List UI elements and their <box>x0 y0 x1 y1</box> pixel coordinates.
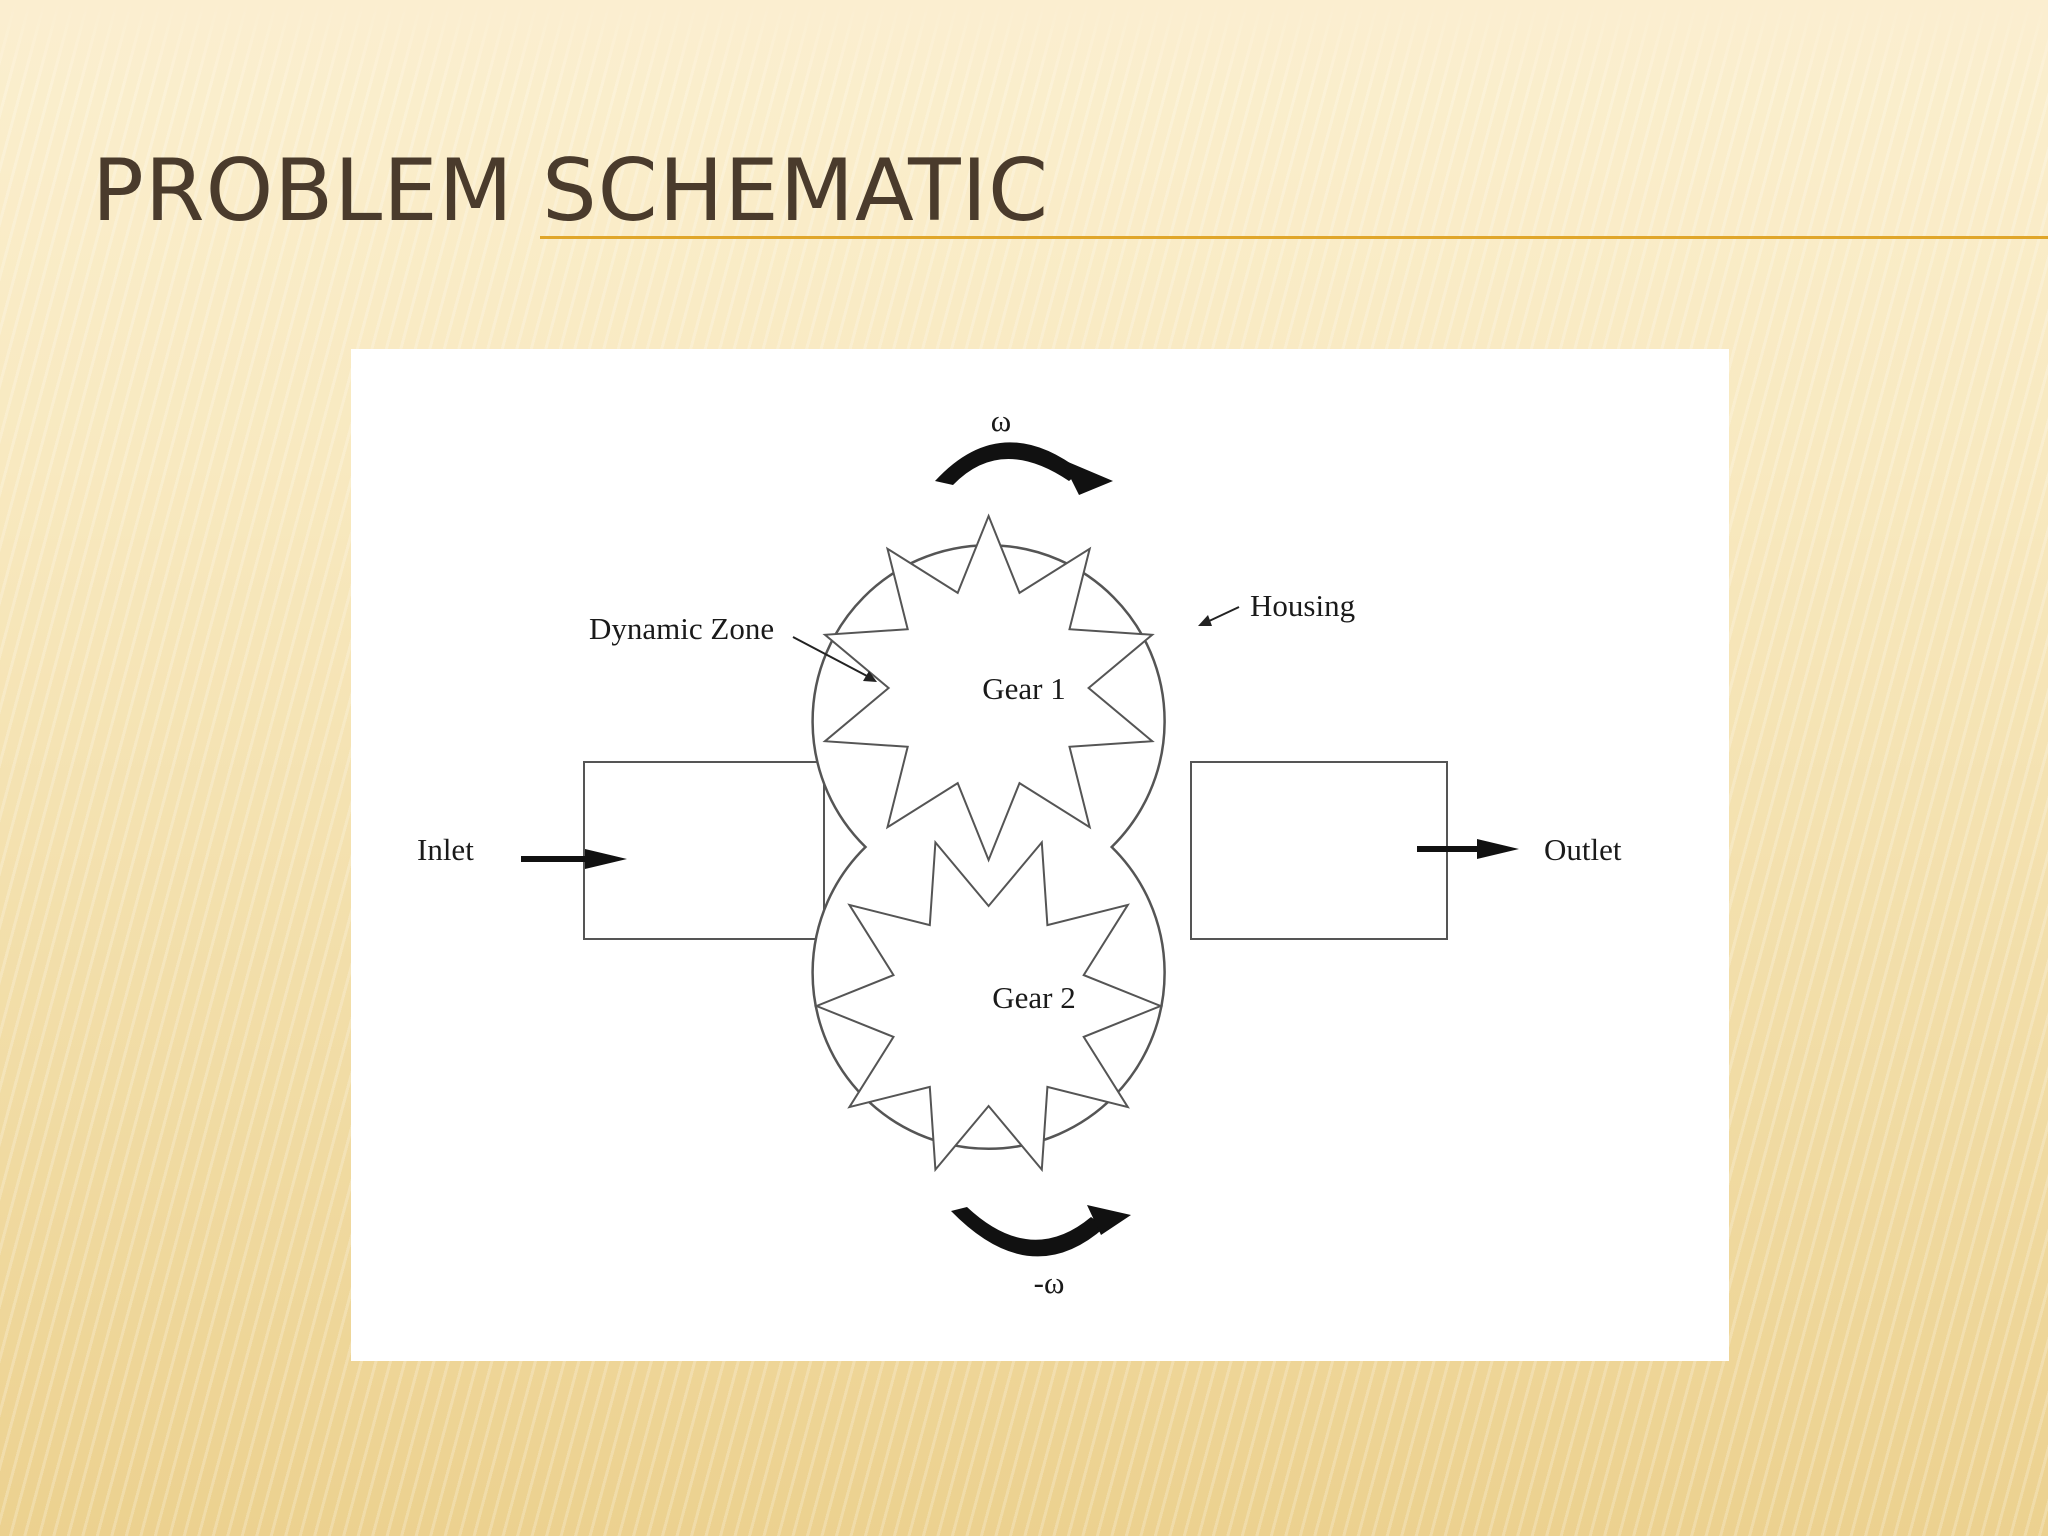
omega-bottom-label: -ω <box>1034 1265 1065 1300</box>
gear-1 <box>822 513 1155 863</box>
outlet-flow-arrow <box>1417 839 1519 859</box>
housing-leader-arrow <box>1198 606 1240 626</box>
slide-title: PROBLEM SCHEMATIC <box>92 141 1050 241</box>
gear-2 <box>813 839 1164 1173</box>
rotation-arrow-bottom <box>951 1205 1131 1257</box>
title-underline <box>540 236 2048 239</box>
gear-1-label: Gear 1 <box>982 671 1065 706</box>
inlet-pipe <box>583 761 825 940</box>
gear-2-label: Gear 2 <box>992 980 1075 1015</box>
dynamic-zone-leader-arrow <box>792 636 877 682</box>
omega-top-label: ω <box>991 403 1011 438</box>
schematic-figure: ω Housing Dynamic Zone Gear 1 Gear 2 Inl… <box>351 349 1729 1361</box>
inlet-label: Inlet <box>417 832 474 867</box>
slide-top-band <box>0 0 2048 90</box>
housing-label: Housing <box>1250 588 1355 623</box>
dynamic-zone-label: Dynamic Zone <box>589 611 774 646</box>
outlet-pipe <box>1190 761 1448 940</box>
outlet-label: Outlet <box>1544 832 1622 867</box>
inlet-flow-arrow <box>521 849 627 869</box>
gear-pump-schematic: ω Housing Dynamic Zone Gear 1 Gear 2 Inl… <box>417 403 1622 1300</box>
rotation-arrow-top <box>935 442 1113 495</box>
gear2-teeth <box>813 839 1164 1173</box>
gear1-teeth <box>822 513 1155 863</box>
